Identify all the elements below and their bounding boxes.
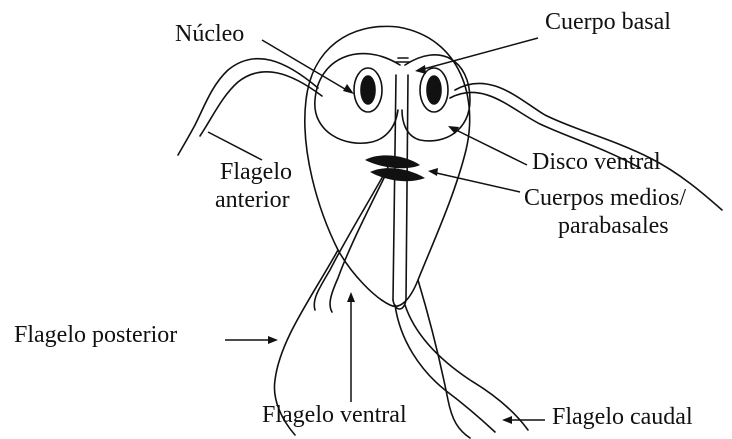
arrowhead-cuerpos-medios bbox=[428, 168, 438, 176]
label-flagelo-posterior: Flagelo posterior bbox=[14, 323, 177, 347]
flagelo-posterior-right bbox=[418, 280, 470, 438]
label-flagelo-ventral: Flagelo ventral bbox=[262, 403, 407, 427]
label-flagelo-caudal: Flagelo caudal bbox=[552, 405, 693, 429]
flagelo-caudal-left bbox=[395, 305, 495, 432]
basal-bodies bbox=[396, 58, 410, 62]
leader-flagelo-anterior bbox=[208, 132, 262, 160]
nucleus-left bbox=[354, 68, 382, 112]
label-nucleo: Núcleo bbox=[175, 22, 244, 46]
axostyle-right bbox=[406, 75, 408, 300]
arrowhead-flagelo-ventral bbox=[347, 292, 355, 302]
flagelo-ventral-2 bbox=[330, 170, 388, 312]
leader-cuerpo-basal bbox=[420, 38, 538, 70]
arrowhead-nucleo bbox=[343, 84, 354, 94]
flagelo-ventral-1 bbox=[314, 160, 392, 310]
label-disco-ventral: Disco ventral bbox=[532, 150, 661, 174]
label-flagelo-anterior-line2: anterior bbox=[215, 188, 290, 212]
leader-cuerpos-medios bbox=[432, 172, 520, 192]
label-cuerpo-basal: Cuerpo basal bbox=[545, 10, 671, 34]
arrowhead-cuerpo-basal bbox=[415, 65, 426, 74]
nucleus-right bbox=[420, 68, 448, 112]
arrowhead-flagelo-caudal bbox=[502, 416, 512, 424]
label-cuerpos-medios-line1: Cuerpos medios/ bbox=[524, 186, 686, 210]
arrowhead-flagelo-posterior bbox=[268, 336, 278, 344]
label-flagelo-anterior-line1: Flagelo bbox=[220, 160, 292, 184]
flagelo-anterior-left bbox=[178, 59, 318, 155]
axostyle-left bbox=[393, 75, 396, 300]
label-cuerpos-medios-line2: parabasales bbox=[558, 214, 669, 238]
